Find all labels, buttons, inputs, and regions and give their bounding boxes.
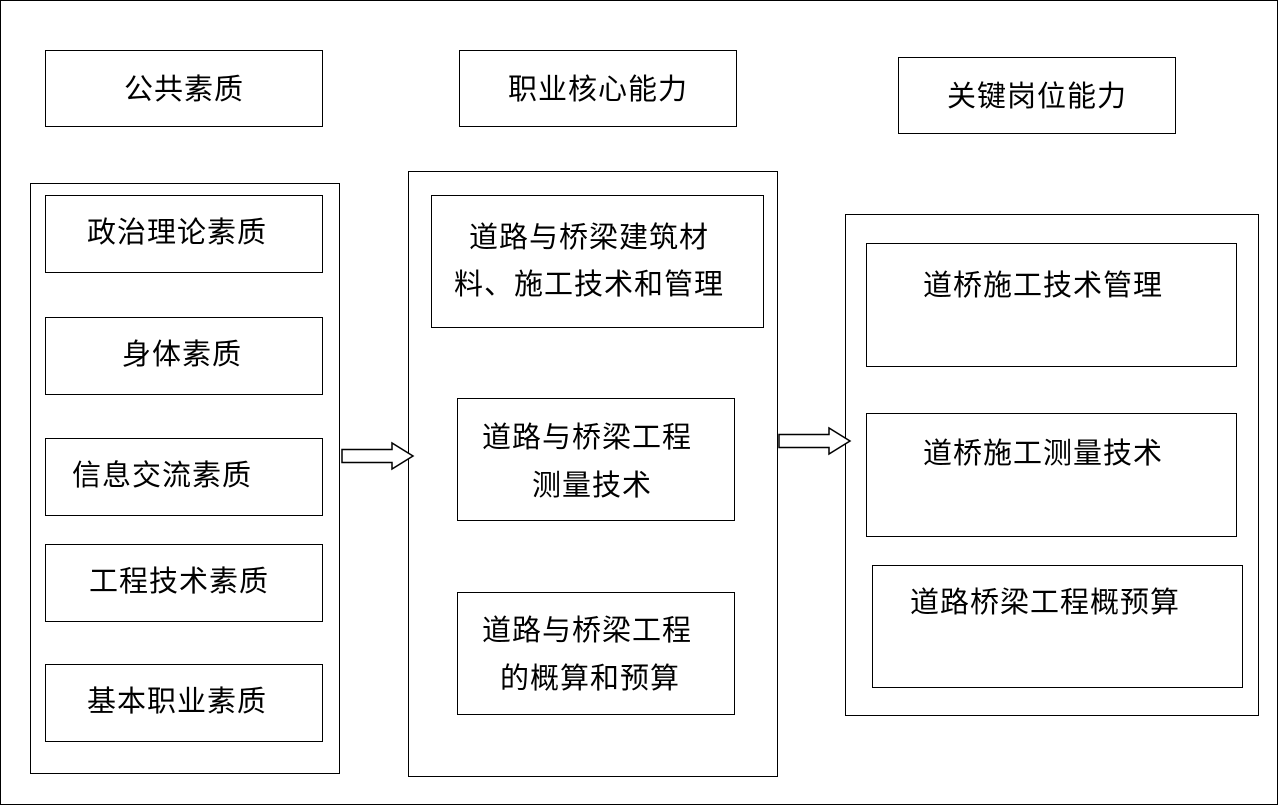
public-item: 基本职业素质 — [45, 664, 323, 742]
header-public: 公共素质 — [45, 50, 323, 127]
header-key-label: 关键岗位能力 — [946, 78, 1127, 113]
right-arrow-icon — [778, 426, 852, 456]
key-item: 道桥施工测量技术 — [866, 413, 1237, 537]
key-item: 道路桥梁工程概预算 — [872, 565, 1243, 688]
public-item: 政治理论素质 — [45, 195, 323, 273]
core-item: 道路与桥梁工程 测量技术 — [457, 398, 735, 521]
public-item-label: 身体素质 — [122, 337, 243, 371]
core-item-line2: 测量技术 — [532, 468, 653, 502]
public-item-label: 信息交流素质 — [72, 458, 253, 492]
core-item-line1: 道路与桥梁工程 — [482, 420, 693, 454]
header-public-label: 公共素质 — [123, 71, 244, 106]
core-item: 道路与桥梁建筑材 料、施工技术和管理 — [431, 195, 764, 328]
key-item-label: 道桥施工技术管理 — [923, 268, 1164, 302]
header-core: 职业核心能力 — [459, 50, 737, 127]
public-item: 工程技术素质 — [45, 544, 323, 622]
public-item: 信息交流素质 — [45, 438, 323, 516]
core-item-line1: 道路与桥梁工程 — [482, 613, 693, 647]
public-item-label: 基本职业素质 — [87, 684, 268, 718]
core-item-line1: 道路与桥梁建筑材 — [469, 220, 710, 254]
core-item-line2: 的概算和预算 — [500, 661, 681, 695]
key-item-label: 道桥施工测量技术 — [923, 436, 1164, 470]
core-item-line2: 料、施工技术和管理 — [454, 267, 725, 301]
public-item-label: 工程技术素质 — [89, 564, 270, 598]
right-arrow-icon — [341, 441, 415, 471]
key-item: 道桥施工技术管理 — [866, 243, 1237, 367]
public-item: 身体素质 — [45, 317, 323, 395]
header-key: 关键岗位能力 — [898, 57, 1176, 134]
header-core-label: 职业核心能力 — [507, 71, 688, 106]
core-item: 道路与桥梁工程 的概算和预算 — [457, 592, 735, 715]
key-item-label: 道路桥梁工程概预算 — [910, 585, 1181, 619]
public-item-label: 政治理论素质 — [87, 215, 268, 249]
